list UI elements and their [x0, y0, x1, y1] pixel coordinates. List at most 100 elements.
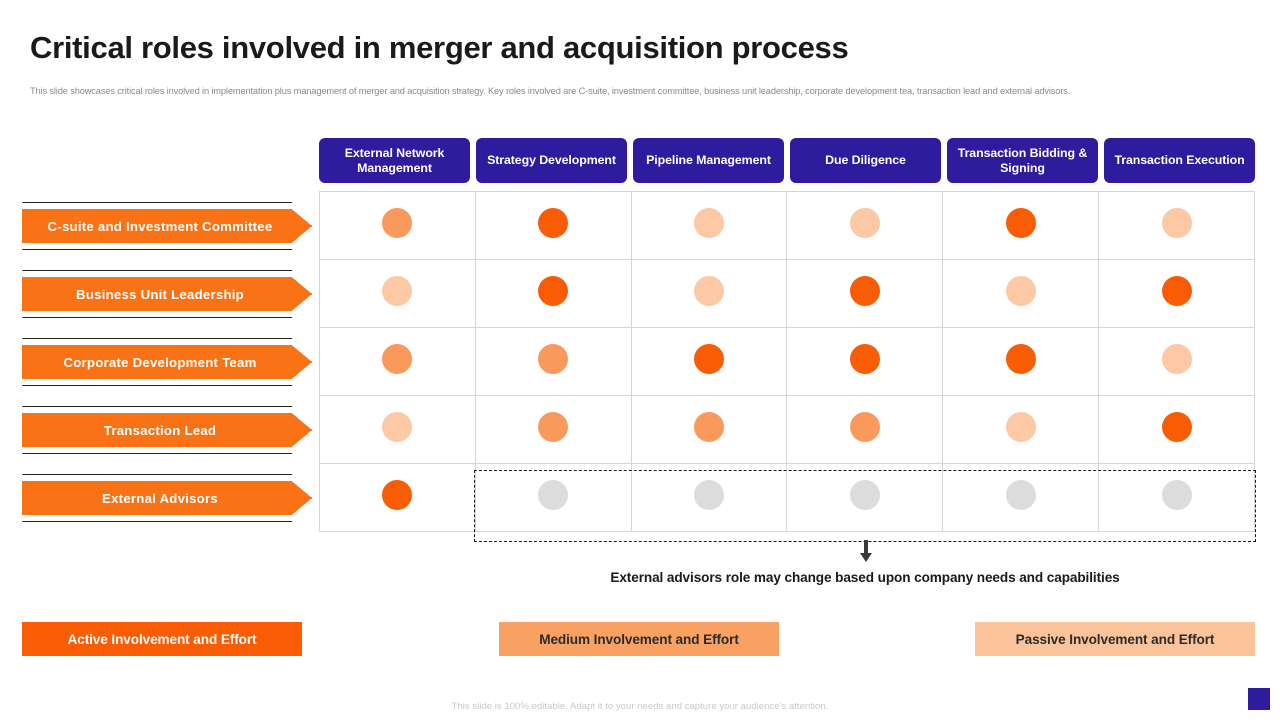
involvement-dot-medium — [382, 208, 413, 238]
matrix-cell[interactable] — [474, 191, 632, 260]
matrix-column-header[interactable]: Strategy Development — [476, 138, 627, 183]
involvement-dot-active — [849, 344, 880, 374]
involvement-dot-active — [694, 344, 725, 374]
matrix-cell[interactable] — [319, 259, 476, 328]
matrix-cell[interactable] — [630, 259, 788, 328]
matrix-column-header[interactable]: Transaction Bidding & Signing — [947, 138, 1098, 183]
arrow-fill-shape: Business Unit Leadership — [22, 277, 312, 311]
external-advisors-note: External advisors role may change based … — [610, 570, 1120, 585]
arrow-fill-shape: External Advisors — [22, 481, 312, 515]
matrix-cell[interactable] — [786, 259, 944, 328]
matrix-cell[interactable] — [1098, 395, 1255, 464]
involvement-dot-active — [1161, 412, 1192, 442]
corner-brand-mark — [1248, 688, 1270, 710]
matrix-cell[interactable] — [630, 395, 788, 464]
matrix-grid-wrapper — [319, 191, 1256, 542]
page-subtitle: This slide showcases critical roles invo… — [30, 86, 1071, 96]
row-label-text: Transaction Lead — [103, 422, 217, 438]
matrix-cell[interactable] — [942, 327, 1100, 396]
matrix-grid — [319, 191, 1255, 532]
matrix-row — [319, 463, 1255, 532]
matrix-cell[interactable] — [786, 327, 944, 396]
down-arrow-icon — [860, 540, 872, 562]
involvement-dot-none — [538, 480, 569, 510]
involvement-dot-active — [538, 208, 569, 238]
matrix-cell[interactable] — [319, 191, 476, 260]
matrix-column-header[interactable]: Transaction Execution — [1104, 138, 1255, 183]
row-label-spacer — [22, 138, 314, 192]
row-label-2[interactable]: Business Unit Leadership — [22, 260, 314, 328]
involvement-dot-medium — [538, 344, 569, 374]
matrix-cell[interactable] — [1098, 327, 1255, 396]
row-label-text: External Advisors — [102, 490, 218, 506]
matrix-cell[interactable] — [474, 327, 632, 396]
involvement-dot-passive — [694, 276, 725, 306]
matrix-cell[interactable] — [1098, 463, 1255, 532]
matrix-cell[interactable] — [474, 395, 632, 464]
involvement-dot-passive — [1005, 276, 1036, 306]
matrix-cell[interactable] — [942, 259, 1100, 328]
involvement-dot-active — [538, 276, 569, 306]
matrix-cell[interactable] — [319, 463, 476, 532]
involvement-dot-none — [1005, 480, 1036, 510]
involvement-dot-active — [1161, 276, 1192, 306]
footer-note: This slide is 100% editable. Adapt it to… — [451, 701, 829, 712]
row-label-5[interactable]: External Advisors — [22, 464, 314, 532]
involvement-dot-passive — [382, 412, 413, 442]
matrix-cell[interactable] — [319, 327, 476, 396]
matrix-cell[interactable] — [474, 259, 632, 328]
matrix-row — [319, 259, 1255, 328]
involvement-dot-none — [849, 480, 880, 510]
matrix-cell[interactable] — [474, 463, 632, 532]
involvement-dot-passive — [849, 208, 880, 238]
involvement-dot-medium — [849, 412, 880, 442]
arrow-fill-shape: C-suite and Investment Committee — [22, 209, 312, 243]
row-label-text: C-suite and Investment Committee — [47, 218, 273, 234]
row-label-1[interactable]: C-suite and Investment Committee — [22, 192, 314, 260]
matrix-cell[interactable] — [786, 463, 944, 532]
matrix-cell[interactable] — [630, 191, 788, 260]
involvement-dot-medium — [538, 412, 569, 442]
involvement-dot-medium — [382, 344, 413, 374]
involvement-dot-passive — [694, 208, 725, 238]
row-label-text: Business Unit Leadership — [76, 286, 244, 302]
legend-active: Active Involvement and Effort — [22, 622, 302, 656]
matrix-column-header[interactable]: Due Diligence — [790, 138, 941, 183]
matrix-row — [319, 191, 1255, 260]
arrow-fill-shape: Transaction Lead — [22, 413, 312, 447]
matrix-cell[interactable] — [1098, 191, 1255, 260]
matrix-column-header[interactable]: External Network Management — [319, 138, 470, 183]
involvement-dot-none — [1161, 480, 1192, 510]
involvement-dot-none — [694, 480, 725, 510]
page-title: Critical roles involved in merger and ac… — [30, 30, 849, 65]
involvement-dot-active — [1005, 344, 1036, 374]
involvement-dot-active — [1005, 208, 1036, 238]
arrow-fill-shape: Corporate Development Team — [22, 345, 312, 379]
matrix-column-header[interactable]: Pipeline Management — [633, 138, 784, 183]
matrix-cell[interactable] — [630, 463, 788, 532]
matrix-cell[interactable] — [942, 463, 1100, 532]
legend-medium: Medium Involvement and Effort — [499, 622, 779, 656]
involvement-dot-passive — [382, 276, 413, 306]
involvement-dot-passive — [1161, 208, 1192, 238]
matrix-cell[interactable] — [786, 191, 944, 260]
matrix-cell[interactable] — [786, 395, 944, 464]
matrix-cell[interactable] — [942, 395, 1100, 464]
matrix-cell[interactable] — [942, 191, 1100, 260]
involvement-dot-medium — [694, 412, 725, 442]
involvement-dot-passive — [1005, 412, 1036, 442]
matrix-cell[interactable] — [630, 327, 788, 396]
involvement-dot-active — [382, 480, 413, 510]
row-label-text: Corporate Development Team — [63, 354, 257, 370]
legend-passive: Passive Involvement and Effort — [975, 622, 1255, 656]
matrix-cell[interactable] — [319, 395, 476, 464]
row-label-3[interactable]: Corporate Development Team — [22, 328, 314, 396]
involvement-dot-active — [849, 276, 880, 306]
row-label-4[interactable]: Transaction Lead — [22, 396, 314, 464]
matrix-cell[interactable] — [1098, 259, 1255, 328]
involvement-dot-passive — [1161, 344, 1192, 374]
